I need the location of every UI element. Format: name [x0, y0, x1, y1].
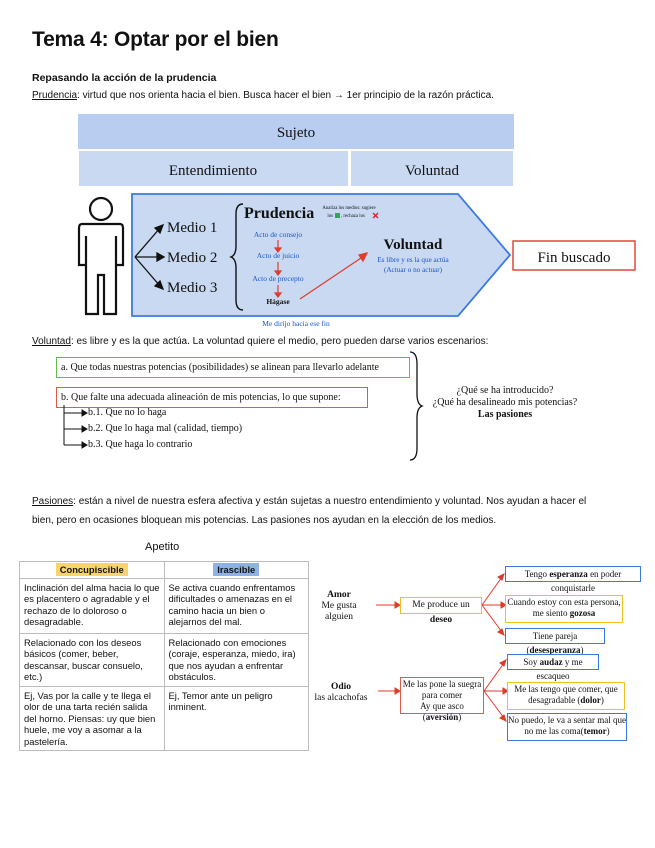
b3-item: b.3. Que haga lo contrario	[88, 439, 193, 450]
medio-1-label: Medio 1	[167, 220, 217, 236]
deseo-box: Me produce un deseo	[400, 597, 482, 625]
table-cell: Se activa cuando enfrentamos dificultade…	[163, 577, 309, 634]
dolor-box: Me las tengo que comer, que desagradable…	[507, 682, 625, 710]
fin-buscado-box	[512, 240, 636, 271]
pasiones-definition: Pasiones: están a nivel de nuestra esfer…	[32, 492, 632, 530]
audaz-box: Soy audaz y me escaqueo	[507, 654, 599, 681]
hagase-label: Hágase	[266, 297, 290, 306]
esperanza-box: Tengo esperanza en poder conquistarle	[505, 566, 641, 593]
concupiscible-header: Concupiscible	[19, 561, 165, 579]
section-subtitle: Repasando la acción de la prudencia	[32, 72, 217, 84]
sujeto-band	[78, 114, 514, 150]
voluntad-term: Voluntad	[32, 336, 71, 347]
medio-2-label: Medio 2	[167, 250, 217, 266]
cross-icon	[372, 212, 379, 219]
acto-precepto-label: Acto de precepto	[252, 274, 303, 283]
table-row: Inclinación del alma hacia lo que es pla…	[19, 577, 309, 634]
prudencia-definition: Prudencia: virtud que nos orienta hacia …	[32, 89, 494, 102]
pasiones-term: Pasiones	[32, 496, 74, 507]
voluntad-label: Voluntad	[384, 237, 443, 253]
apetito-title: Apetito	[145, 541, 180, 553]
gozo-box: Cuando estoy con esta persona, me siento…	[505, 595, 623, 623]
table-row: Ej, Vas por la calle y te llega el olor …	[19, 685, 309, 751]
hagase-to-voluntad-arrow	[299, 252, 369, 300]
me-dirijo-label: Me dirijo hacia ese fin	[262, 319, 330, 328]
voluntad-band	[349, 149, 515, 188]
desesperanza-box: Tiene pareja (desesperanza)	[505, 628, 605, 655]
amor-box: Amor Me gusta alguien	[313, 590, 365, 622]
question-1: ¿Qué se ha introducido?	[456, 385, 554, 396]
voluntad-header-label: Voluntad	[405, 163, 459, 179]
page-title: Tema 4: Optar por el bien	[32, 28, 279, 51]
pasiones-questions: ¿Qué se ha introducido? ¿Qué ha desaline…	[420, 385, 590, 421]
apetito-table: Concupiscible Irascible Inclinación del …	[19, 561, 309, 751]
pasiones-text-1: : están a nivel de nuestra esfera afecti…	[73, 496, 587, 507]
voluntad-text: : es libre y es la que actúa. La volunta…	[70, 336, 489, 347]
analiza-text-3: , rechaza los	[341, 214, 365, 219]
actos-arrows	[273, 240, 283, 298]
prudencia-text: : virtud que nos orienta hacia el bien. …	[77, 90, 494, 101]
person-icon	[77, 196, 125, 316]
voluntad-desc-1: Es libre y es la que actúa	[377, 256, 449, 264]
prudencia-diagram: Sujeto Entendimiento Voluntad Medio 1 Me…	[77, 114, 636, 328]
question-2: ¿Qué ha desalineado mis potencias?	[432, 397, 578, 408]
entendimiento-label: Entendimiento	[169, 163, 257, 179]
analiza-text-1: Analiza los medios: sugiere	[322, 206, 375, 211]
acto-juicio-label: Acto de juicio	[257, 251, 300, 260]
table-row: Relacionado con los deseos básicos (come…	[19, 632, 309, 687]
prudencia-label: Prudencia	[244, 205, 314, 222]
acto-consejo-label: Acto de consejo	[254, 230, 303, 239]
odio-label: Odio	[330, 682, 352, 692]
escenario-a-box: a. Que todas nuestras potencias (posibil…	[56, 357, 410, 378]
analiza-text-2: los	[327, 214, 333, 219]
suegra-box: Me las pone la suegra para comer Ay que …	[400, 677, 484, 722]
escenarios-brace	[409, 351, 424, 461]
escenario-b-box: b. Que falte una adecuada alineación de …	[56, 387, 368, 408]
sujeto-label: Sujeto	[277, 125, 315, 141]
medio-3-label: Medio 3	[167, 280, 217, 296]
table-cell: Relacionado con emociones (coraje, esper…	[163, 632, 309, 687]
entendimiento-band	[77, 149, 350, 188]
temor-box: No puedo, le va a sentar mal que no me l…	[507, 713, 627, 741]
amor-desc: Me gusta alguien	[321, 601, 357, 622]
table-cell: Relacionado con los deseos básicos (come…	[19, 632, 165, 687]
b-items-arrows	[63, 405, 88, 449]
prudencia-term: Prudencia	[32, 90, 78, 101]
pasiones-answer: Las pasiones	[477, 409, 533, 420]
b2-item: b.2. Que lo haga mal (calidad, tiempo)	[88, 423, 243, 434]
voluntad-definition: Voluntad: es libre y es la que actúa. La…	[32, 335, 488, 348]
table-cell: Ej, Temor ante un peligro inminent.	[163, 685, 309, 751]
prudencia-brace	[229, 203, 244, 311]
irascible-header: Irascible	[163, 561, 309, 579]
pasiones-text-2: bien, pero en ocasiones bloquean mis pot…	[32, 515, 497, 526]
process-arrow-shape	[131, 193, 512, 317]
table-cell: Ej, Vas por la calle y te llega el olor …	[19, 685, 165, 751]
pasiones-flow-arrows	[376, 573, 509, 722]
fin-buscado-label: Fin buscado	[538, 250, 611, 266]
voluntad-desc-2: (Actuar o no actuar)	[384, 266, 443, 274]
table-cell: Inclinación del alma hacia lo que es pla…	[19, 577, 165, 634]
b1-item: b.1. Que no lo haga	[88, 407, 167, 418]
medios-arrows	[134, 223, 166, 291]
check-icon	[335, 213, 340, 218]
odio-box: Odio las alcachofas	[313, 682, 369, 708]
amor-label: Amor	[327, 590, 351, 600]
odio-desc: las alcachofas	[314, 693, 368, 703]
